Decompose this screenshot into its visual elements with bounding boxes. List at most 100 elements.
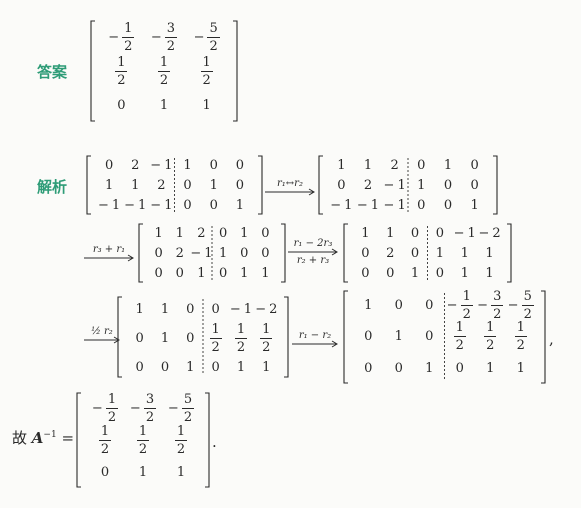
matrix-brackets [76, 392, 210, 488]
matrix-cell: 0 [417, 157, 426, 173]
matrix-cell: 1 [154, 225, 163, 241]
matrix-cell: 0 [218, 265, 228, 281]
row-op-label: r₃ + r₁ [92, 244, 126, 255]
matrix-cell: 1 [183, 157, 192, 173]
arrow-icon [265, 188, 315, 196]
matrix-cell: 1 [485, 245, 494, 261]
matrix-cell: 1 [361, 225, 370, 241]
matrix-cell: −1 [383, 177, 406, 193]
matrix-cell: 1 [337, 157, 346, 173]
left-bracket [86, 155, 91, 215]
matrix-cell: −1 [124, 197, 147, 213]
matrix-cell: 0 [160, 360, 170, 376]
matrix-cell: 0 [470, 177, 479, 193]
matrix-cell: −2 [255, 302, 278, 318]
matrix-cell: 1 [394, 329, 403, 345]
matrix-cell: 1 [435, 245, 445, 261]
matrix-cell: 1 [516, 360, 525, 376]
matrix-cell: 0 [435, 225, 445, 241]
conclusion-text: 故 A−1 = [12, 427, 74, 448]
matrix-cell: 0 [175, 265, 184, 281]
matrix-cell: 0 [261, 225, 270, 241]
matrix-cell: 0 [183, 177, 192, 193]
matrix-cell: 1 [460, 245, 469, 261]
left-bracket [343, 290, 348, 384]
matrix-cell: 0 [435, 265, 445, 281]
matrix-cell: 0 [235, 177, 245, 193]
matrix-cell: 0 [117, 97, 126, 113]
matrix-cell: 0 [361, 245, 370, 261]
row-op-label: r₁↔r₂ [277, 178, 303, 189]
matrix-cell: 0 [425, 329, 434, 345]
matrix-cell: 1 [197, 265, 206, 281]
matrix-cell: 1 [209, 177, 218, 193]
right-bracket [281, 223, 286, 283]
right-bracket [233, 20, 238, 122]
matrix-cell: −1 [330, 197, 353, 213]
matrix-cell: 0 [455, 360, 464, 376]
matrix-brackets [318, 155, 498, 215]
matrix-cell: 1 [486, 360, 495, 376]
matrix-cell: 0 [394, 298, 403, 314]
matrix-cell: 1 [159, 97, 169, 113]
row-op-label: r₁ − r₂ [298, 330, 332, 341]
matrix-cell: 1 [443, 157, 453, 173]
matrix-cell: 1 [176, 464, 186, 480]
matrix-cell: 0 [218, 225, 228, 241]
matrix-brackets [138, 223, 286, 283]
left-bracket [138, 223, 143, 283]
matrix-cell: 1 [470, 197, 479, 213]
comma: , [549, 330, 554, 348]
right-bracket [507, 223, 512, 283]
matrix-cell: 1 [160, 302, 170, 318]
matrix-cell: 2 [386, 245, 395, 261]
arrow-icon [84, 336, 120, 344]
matrix-cell: 1 [202, 97, 211, 113]
row-op-arrow-2: r₃ + r₁ [84, 234, 134, 264]
matrix-cell: 1 [460, 265, 469, 281]
left-bracket [318, 155, 323, 215]
matrix-cell: 0 [443, 197, 453, 213]
matrix-cell: 1 [240, 265, 249, 281]
row-op-label-2: r₂ + r₃ [296, 255, 330, 266]
matrix-cell: −1 [356, 197, 380, 213]
matrix-cell: 2 [175, 245, 184, 261]
matrix-cell: −1 [190, 245, 213, 261]
matrix-cell: 1 [410, 265, 420, 281]
matrix-symbol: A [31, 429, 44, 447]
matrix-cell: 1 [218, 245, 228, 261]
matrix-cell: 0 [364, 360, 373, 376]
matrix-cell: 2 [390, 157, 399, 173]
matrix-cell: 0 [186, 302, 195, 318]
matrix-cell: 1 [160, 331, 170, 347]
period: . [212, 433, 217, 451]
matrix-cell: −1 [383, 197, 406, 213]
matrix-cell: 1 [485, 265, 494, 281]
